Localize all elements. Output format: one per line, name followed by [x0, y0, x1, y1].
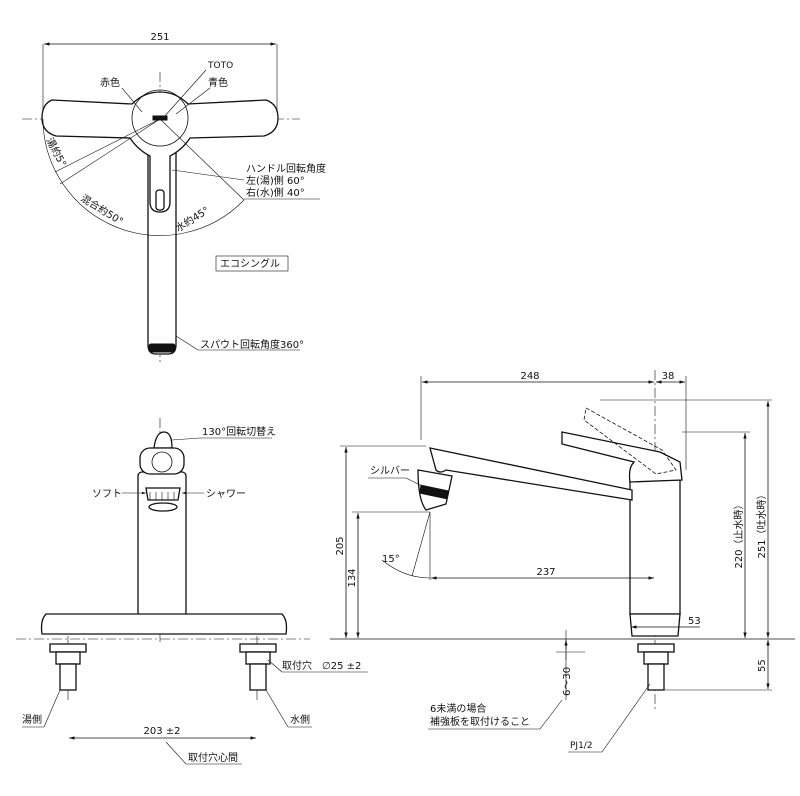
switch-label: 130°回転切替え: [202, 425, 276, 438]
front-view: 130°回転切替え ソフト シャワー 取付穴 ∅25 ±2 湯側 水側 203 …: [16, 418, 368, 765]
maker-label: TOTO: [207, 61, 233, 71]
aerator-head: [145, 487, 181, 501]
hole-diameter: 取付穴 ∅25 ±2: [282, 659, 361, 672]
dim-237: 237: [536, 567, 555, 578]
cold-angle: 水約45°: [173, 204, 212, 235]
pitch-label: 取付穴心間: [188, 751, 238, 764]
cold-side-label: 水側: [290, 713, 310, 726]
handle-angle-right: 右(水)側 40°: [246, 186, 305, 199]
blue-label: 青色: [208, 76, 228, 89]
model-box: [215, 255, 289, 272]
dim-251: 251（吐水時）: [756, 489, 768, 558]
pipe-code: PJ1/2: [570, 741, 593, 751]
handle-cap: [131, 89, 189, 147]
dim-55: 55: [757, 659, 768, 672]
pitch-dimension: 203 ±2: [143, 726, 180, 737]
note-line-1: 6未満の場合: [430, 702, 486, 715]
mix-angle: 混合約50°: [78, 192, 125, 228]
dim-248: 248: [520, 371, 539, 382]
side-body: [629, 479, 681, 615]
dim-53: 53: [688, 616, 701, 627]
soft-label: ソフト: [92, 489, 122, 500]
cold-nut: [239, 643, 277, 653]
handle-closed: [561, 431, 683, 483]
dim-220: 220（止水時）: [733, 499, 745, 568]
maker-mark: [152, 115, 168, 121]
spout-rotation: スパウト回転角度360°: [200, 338, 304, 351]
hot-side-label: 湯側: [22, 713, 42, 726]
base-plate: [40, 613, 288, 635]
model-name: エコシングル: [220, 257, 280, 270]
note-line-2: 補強板を取付けること: [430, 715, 530, 728]
hot-nut: [49, 643, 87, 653]
angle-15: 15°: [382, 554, 400, 565]
red-label: 赤色: [100, 76, 120, 89]
width-dimension: 251: [150, 32, 169, 43]
handle-angle-left: 左(湯)側 60°: [246, 174, 305, 187]
spout-outlet: [148, 343, 176, 353]
dim-38: 38: [662, 371, 675, 382]
hot-angle: 湯約5°: [43, 135, 69, 169]
side-spout: [429, 447, 633, 501]
top-view: 251 TOTO 赤色 青色 湯約5° 混合約50° 水約45° ハンドル回転角…: [22, 32, 326, 362]
side-view: 248 38 シルバー 205 134 15°: [330, 370, 795, 753]
dim-205: 205: [335, 536, 346, 555]
rotation-arc: [42, 118, 245, 236]
shower-label: シャワー: [206, 489, 246, 500]
handle-front: [153, 431, 173, 449]
handle-angle-title: ハンドル回転角度: [246, 162, 326, 175]
dim-6-30: 6～30: [562, 667, 573, 696]
dim-134: 134: [347, 568, 358, 587]
silver-label: シルバー: [370, 465, 410, 477]
